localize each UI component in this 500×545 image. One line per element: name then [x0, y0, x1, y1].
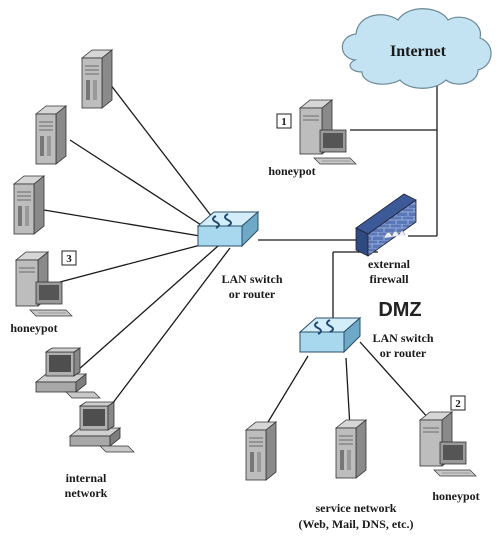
internal-network-label-line1: internal — [66, 471, 107, 485]
honeypot-1-label: honeypot — [268, 164, 315, 178]
marker-2-box — [450, 395, 466, 411]
internal-workstation-icon — [35, 347, 101, 399]
lan-switch-internal-label-line2: or router — [229, 287, 276, 301]
marker-3-box — [61, 250, 77, 266]
service-network-label-line2: (Web, Mail, DNS, etc.) — [299, 517, 414, 531]
lan-switch-dmz-label-line2: or router — [380, 346, 427, 360]
firewall-label-line1: external — [368, 257, 411, 271]
connection-lines — [43, 78, 438, 433]
internet-label: Internet — [390, 43, 447, 60]
lan-switch-dmz-label-line1: LAN switch — [372, 331, 433, 345]
service-server-icon — [245, 421, 277, 481]
internet-cloud: Internet — [341, 8, 492, 89]
firewall-label-line2: firewall — [369, 272, 409, 286]
internal-server-icon — [81, 49, 113, 109]
honeypot-3-label: honeypot — [10, 321, 57, 335]
lan-switch-dmz-icon — [299, 317, 361, 353]
honeypot-2-label: honeypot — [432, 489, 479, 503]
external-firewall-icon — [355, 193, 417, 257]
lan-switch-internal-icon — [197, 211, 259, 247]
marker-1: 1 — [281, 116, 287, 128]
honeypot-2-computer-icon — [419, 411, 477, 477]
dmz-label: DMZ — [378, 299, 421, 321]
lan-switch-internal-label-line1: LAN switch — [221, 272, 282, 286]
service-network-label-line1: service network — [316, 501, 397, 515]
honeypot-1-computer-icon — [299, 99, 357, 165]
service-server-icon — [335, 419, 367, 479]
internal-workstation-icon — [69, 401, 135, 453]
marker-3: 3 — [66, 253, 72, 265]
internal-network-label-line2: network — [65, 486, 108, 500]
internal-server-icon — [35, 105, 67, 165]
marker-2: 2 — [455, 398, 461, 410]
internal-server-icon — [13, 175, 45, 235]
marker-1-box — [276, 113, 292, 129]
